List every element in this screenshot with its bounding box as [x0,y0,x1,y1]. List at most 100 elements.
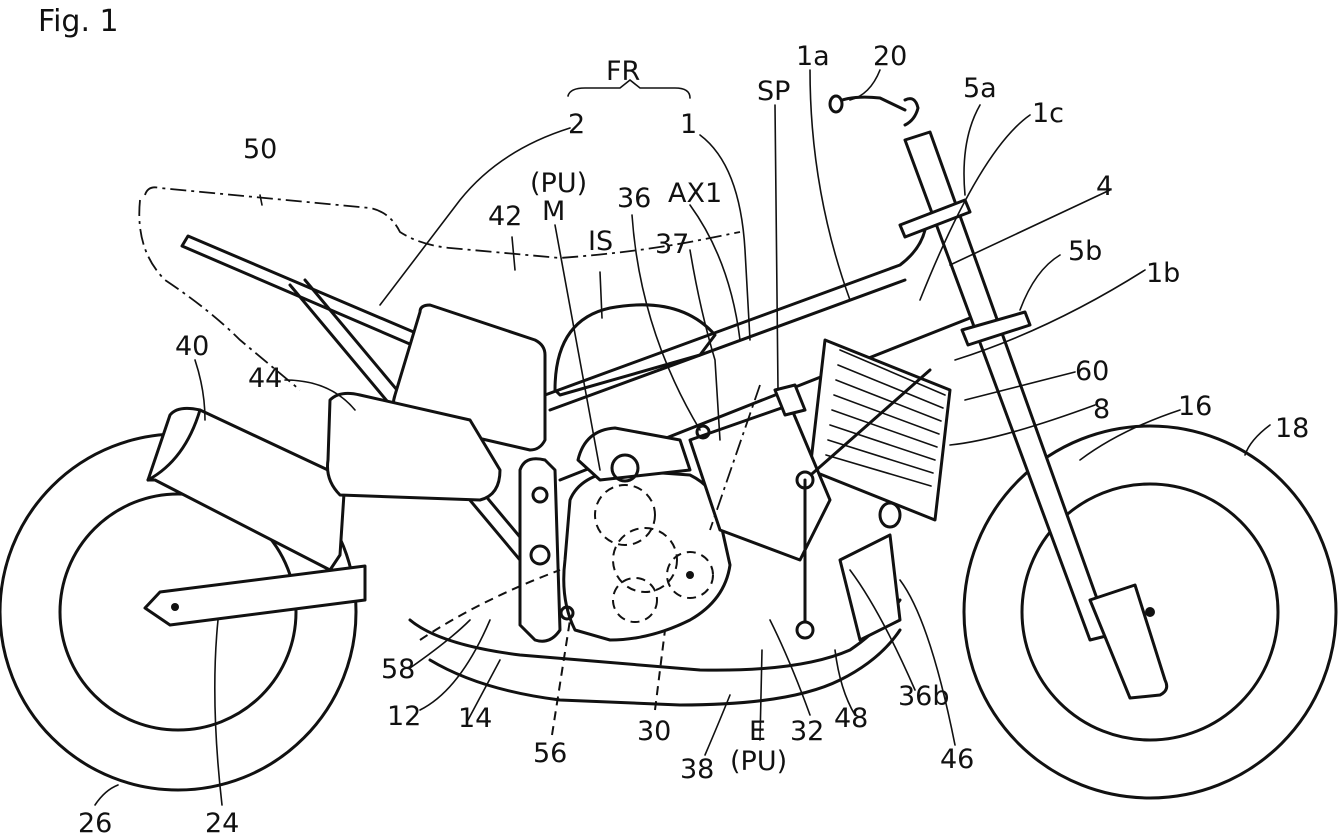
label-42: 42 [488,201,522,232]
link-joint-48 [795,620,815,640]
handlebar-grip-end [828,94,844,114]
label-16: 16 [1178,391,1212,422]
label-60: 60 [1075,356,1109,387]
gear-d-center [686,571,694,579]
label-14: 14 [458,703,492,734]
label-58: 58 [381,654,415,685]
reference-labels: FR 2 1 50 (PU) M 36 AX1 SP 1a 20 5a 1c 4… [78,41,1309,833]
label-26: 26 [78,808,112,833]
leader-8 [949,404,1096,446]
radiator-fins [825,349,946,487]
leader-40 [194,359,206,421]
strut-8 [803,368,932,482]
label-46: 46 [940,744,974,775]
label-12: 12 [387,701,421,732]
motor-housing [576,426,692,482]
label-IS: IS [588,226,613,257]
gear-c [612,577,658,623]
leader-16 [1079,409,1181,461]
leader-5a [963,104,981,196]
seat-cowl-outline [144,186,741,259]
leader-30 [654,629,666,711]
label-38: 38 [680,754,714,785]
leader-58 [409,619,471,669]
main-frame-top-tube-lower [548,278,907,412]
leader-IS [599,271,603,319]
figure-title: Fig. 1 [38,4,119,39]
label-AX1: AX1 [668,178,722,209]
label-PU-top: (PU) [530,168,587,199]
lower-bracket-5b [960,310,1032,347]
label-50: 50 [243,134,277,165]
leader-E [759,649,763,741]
leader-14 [467,659,501,721]
muffler [146,406,347,572]
pivot-bolt [529,544,551,566]
leader-1c [919,114,1031,301]
gear-a [594,484,656,546]
swing-arm [143,564,367,627]
air-cleaner [553,303,717,397]
label-1: 1 [680,109,697,140]
leader-26 [94,784,119,806]
label-PU-bottom: (PU) [730,746,787,777]
motor-shaft [610,453,640,483]
label-48: 48 [834,703,868,734]
label-SP: SP [757,76,790,107]
leader-2 [379,127,571,306]
label-30: 30 [637,716,671,747]
label-2: 2 [568,109,585,140]
leader-48 [834,649,856,716]
label-1c: 1c [1032,98,1064,129]
leader-5b [1019,254,1061,311]
leader-32 [769,619,811,716]
leader-50 [259,194,263,206]
under-cowl-lower [428,628,902,707]
label-8: 8 [1093,394,1110,425]
radiator [808,338,952,522]
leader-1a [809,69,851,301]
muffler-end [146,408,202,482]
leader-38 [704,694,731,756]
gear-d [666,551,714,599]
label-37: 37 [655,229,689,260]
main-frame-top-tube [543,228,927,397]
leader-1 [699,134,751,341]
label-20: 20 [873,41,907,72]
leader-lines [94,69,1271,806]
pivot-lower-bolt [559,605,575,621]
label-5b: 5b [1068,236,1102,267]
label-24: 24 [205,808,239,833]
label-5a: 5a [963,73,997,104]
oil-cooler [838,533,902,642]
handlebar-clamp [903,97,920,127]
mount-37 [695,424,711,440]
leader-60 [964,371,1076,401]
leader-M [554,224,601,471]
label-M: M [542,196,565,227]
label-1a: 1a [796,41,830,72]
cylinder-axis-AX1 [709,384,761,531]
gear-b [612,527,678,593]
leader-24 [214,619,223,806]
label-FR: FR [606,56,640,87]
leader-12 [419,619,491,711]
label-E: E [749,716,766,747]
leader-1b [954,269,1146,361]
label-36b: 36b [898,681,950,712]
leader-4 [949,189,1111,266]
front-rim [1020,482,1280,742]
leader-18 [1244,424,1271,456]
front-axle [1145,607,1155,617]
rear-rim [58,492,298,732]
spark-plug-SP [773,383,807,417]
label-4: 4 [1096,171,1113,202]
fork-bottom-slider [1088,583,1169,700]
label-56: 56 [533,738,567,769]
leader-20 [849,69,881,101]
leader-SP [774,104,779,391]
rear-axle [171,603,179,611]
leader-36 [631,214,701,431]
seat-cowl-lower [138,199,301,391]
